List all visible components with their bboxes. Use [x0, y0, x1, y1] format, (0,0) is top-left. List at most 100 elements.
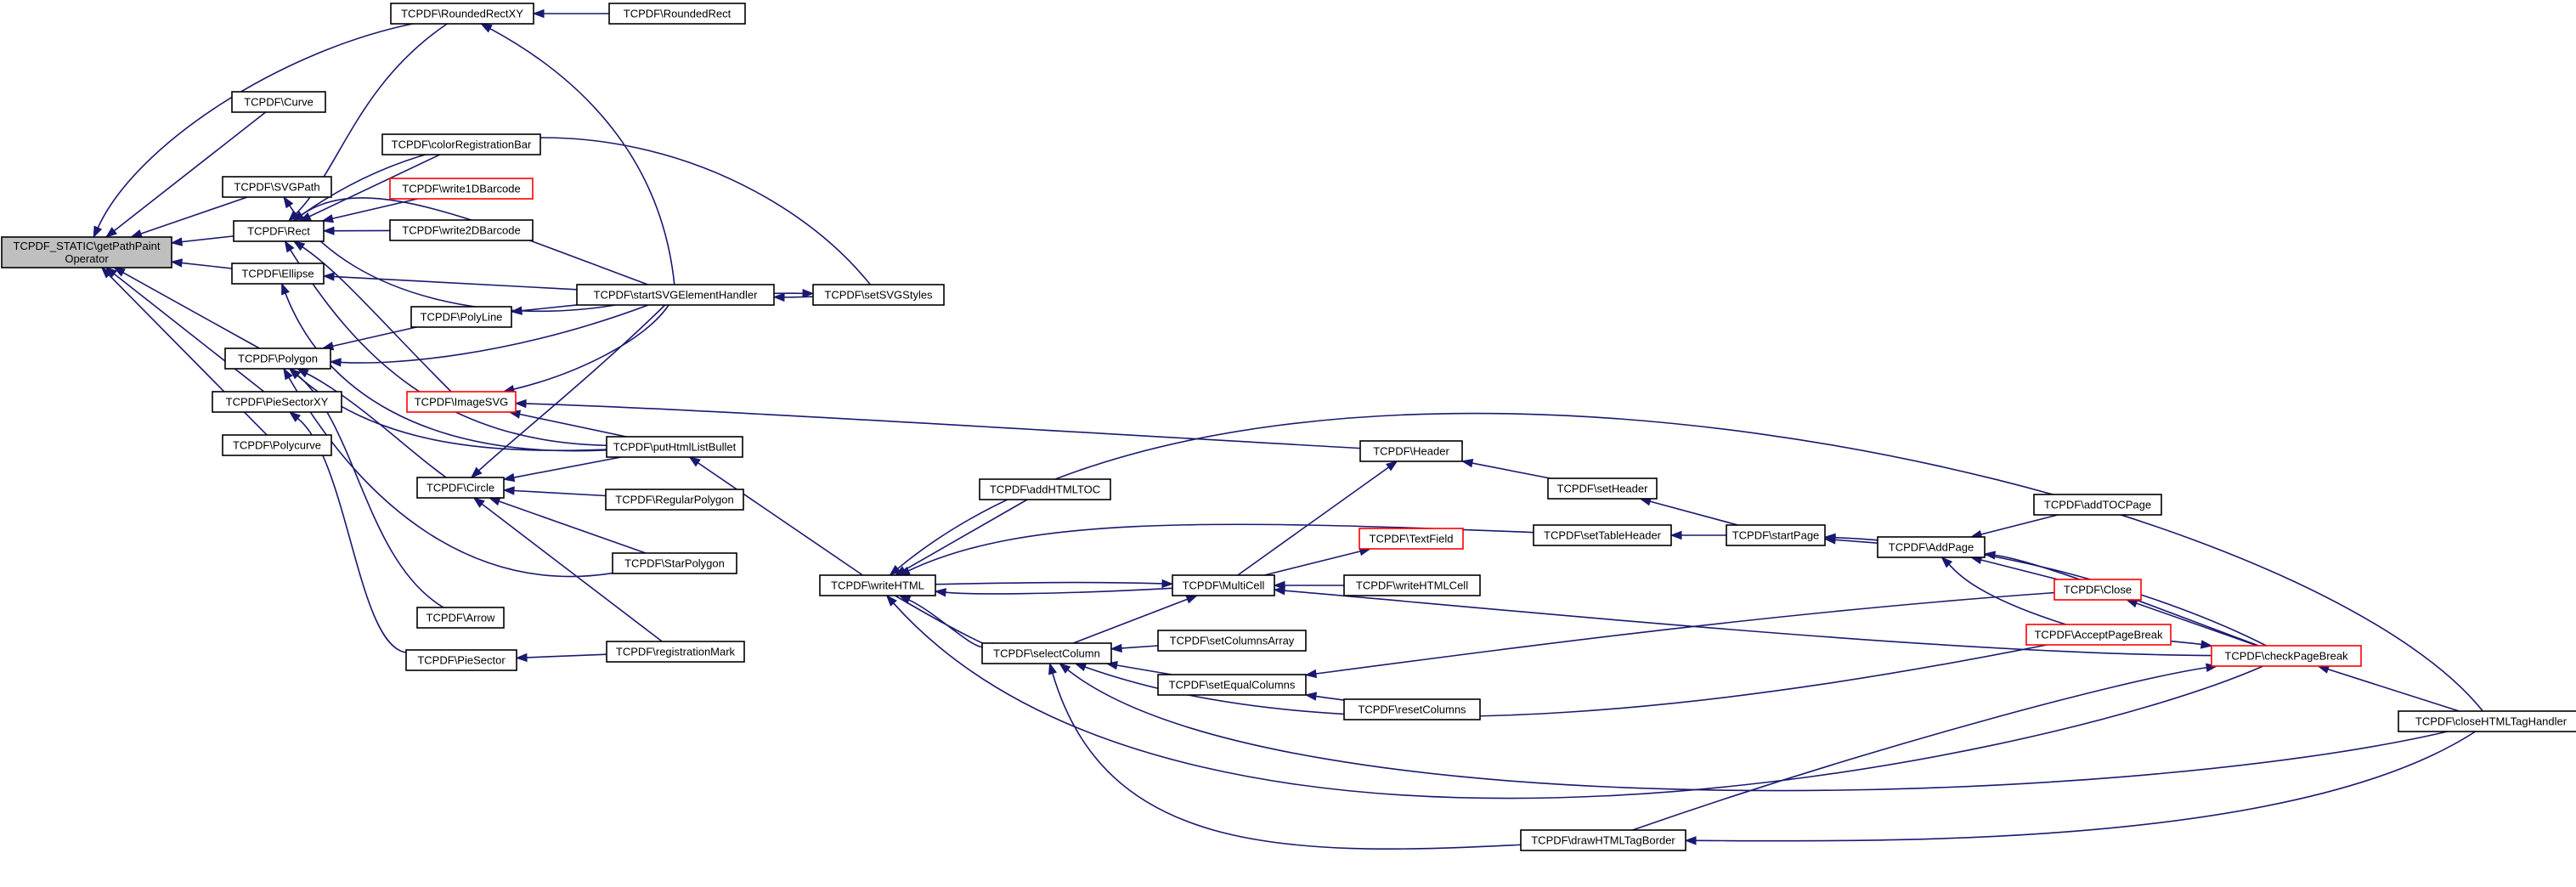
node-box — [224, 347, 331, 370]
node-close[interactable]: TCPDF\Close — [2053, 579, 2142, 601]
arrowhead-icon — [1185, 595, 1199, 604]
node-label: TCPDF\drawHTMLTagBorder — [1531, 834, 1675, 847]
node-label: TCPDF\RoundedRectXY — [401, 8, 523, 20]
node-addhtmltoc[interactable]: TCPDF\addHTMLTOC — [979, 478, 1111, 500]
node-box — [2033, 494, 2162, 516]
node-polycurve[interactable]: TCPDF\Polycurve — [222, 434, 332, 456]
node-drawhtmltagborder[interactable]: TCPDF\drawHTMLTagBorder — [1520, 829, 1686, 851]
node-polyline[interactable]: TCPDF\PolyLine — [410, 306, 512, 328]
node-startpage[interactable]: TCPDF\startPage — [1726, 524, 1826, 546]
node-label: TCPDF\selectColumn — [993, 647, 1100, 660]
edge-close-to-setequalcolumns — [1304, 591, 2055, 679]
node-write1d[interactable]: TCPDF\write1DBarcode — [389, 178, 534, 200]
node-polygon[interactable]: TCPDF\Polygon — [224, 347, 331, 370]
arrowhead-icon — [688, 456, 701, 467]
node-label: TCPDF\Polygon — [238, 353, 318, 365]
node-puthtmllist[interactable]: TCPDF\putHtmlListBullet — [606, 436, 743, 458]
node-piesectorxy[interactable]: TCPDF\PieSectorXY — [212, 391, 342, 413]
node-checkpagebreak[interactable]: TCPDF\checkPageBreak — [2211, 645, 2362, 667]
node-box — [1343, 574, 1481, 596]
node-box — [381, 133, 541, 155]
edge-checkpagebreak-to-writehtml — [885, 594, 2264, 799]
edge-startsvg-to-polyline — [510, 304, 578, 315]
node-imagesvg[interactable]: TCPDF\ImageSVG — [406, 391, 517, 413]
node-setequalcolumns[interactable]: TCPDF\setEqualColumns — [1157, 674, 1307, 696]
edge-puthtmllist-to-imagesvg — [508, 410, 627, 438]
node-addpage[interactable]: TCPDF\AddPage — [1877, 536, 1986, 558]
node-regmark[interactable]: TCPDF\registrationMark — [606, 641, 745, 663]
node-label: TCPDF\startSVGElementHandler — [594, 289, 759, 302]
node-closehtmltag[interactable]: TCPDF\closeHTMLTagHandler — [2398, 710, 2576, 732]
node-circle[interactable]: TCPDF\Circle — [416, 477, 505, 499]
node-setheader[interactable]: TCPDF\setHeader — [1547, 477, 1658, 500]
arrowhead-icon — [472, 497, 485, 508]
node-addtocpage[interactable]: TCPDF\addTOCPage — [2033, 494, 2162, 516]
arrowhead-icon — [488, 497, 501, 506]
edge-puthtmllist-to-rect — [284, 240, 607, 447]
arrowhead-icon — [934, 588, 946, 597]
node-acceptpagebreak[interactable]: TCPDF\AcceptPageBreak — [2025, 624, 2172, 646]
node-selectcolumn[interactable]: TCPDF\selectColumn — [981, 642, 1112, 664]
edge-curve-to-root — [105, 111, 267, 238]
node-roundedrectxy[interactable]: TCPDF\RoundedRectXY — [390, 3, 534, 25]
node-label: TCPDF\Polycurve — [233, 439, 321, 452]
node-setcolumnsarray[interactable]: TCPDF\setColumnsArray — [1157, 630, 1307, 652]
arrowhead-icon — [284, 240, 295, 253]
node-piesector[interactable]: TCPDF\PieSector — [405, 649, 517, 671]
edge-regmark-to-piesector — [515, 653, 607, 663]
edge-startpage-to-setheader — [1639, 497, 1738, 526]
node-label: TCPDF\colorRegistrationBar — [392, 138, 532, 151]
node-textfield[interactable]: TCPDF\TextField — [1359, 528, 1464, 550]
node-write2d[interactable]: TCPDF\write2DBarcode — [389, 219, 534, 241]
node-box — [981, 642, 1112, 664]
node-label: TCPDF\addHTMLTOC — [990, 483, 1100, 496]
nodes-layer: TCPDF_STATIC\getPathPaintOperatorTCPDF\C… — [1, 3, 2576, 851]
arrowhead-icon — [515, 653, 528, 663]
node-label: TCPDF\AddPage — [1889, 541, 1974, 554]
node-box — [389, 219, 534, 241]
node-header[interactable]: TCPDF\Header — [1359, 440, 1463, 462]
node-label: TCPDF\MultiCell — [1183, 579, 1265, 592]
node-curve[interactable]: TCPDF\Curve — [231, 91, 326, 113]
node-label: TCPDF\setEqualColumns — [1169, 679, 1296, 692]
edge-setsvgstyles-to-rect — [291, 137, 871, 285]
arrowhead-icon — [283, 195, 294, 209]
node-settableheader[interactable]: TCPDF\setTableHeader — [1533, 524, 1672, 546]
node-regularpolygon[interactable]: TCPDF\RegularPolygon — [605, 489, 744, 511]
node-resetcolumns[interactable]: TCPDF\resetColumns — [1343, 698, 1481, 720]
node-multicell[interactable]: TCPDF\MultiCell — [1172, 574, 1275, 596]
node-label: TCPDF\RoundedRect — [624, 8, 732, 20]
node-colorregbar[interactable]: TCPDF\colorRegistrationBar — [381, 133, 541, 155]
edge-acceptpagebreak-to-checkpagebreak — [2170, 640, 2213, 649]
edge-puthtmllist-to-ellipse — [281, 282, 607, 452]
node-startsvg[interactable]: TCPDF\startSVGElementHandler — [576, 284, 775, 306]
node-label: TCPDF\registrationMark — [616, 646, 736, 658]
node-label: TCPDF\putHtmlListBullet — [613, 441, 737, 454]
arrowhead-icon — [2125, 599, 2138, 608]
node-starpolygon[interactable]: TCPDF\StarPolygon — [612, 552, 737, 574]
node-label: TCPDF\Ellipse — [241, 268, 314, 280]
arrowhead-icon — [289, 368, 302, 380]
arrowhead-icon — [170, 237, 183, 246]
arrowhead-icon — [1823, 533, 1836, 542]
node-box — [212, 391, 342, 413]
arrowhead-icon — [510, 306, 523, 315]
edge-startsvg-to-ellipse — [322, 272, 578, 291]
node-setsvgstyles[interactable]: TCPDF\setSVGStyles — [812, 284, 945, 306]
node-label: TCPDF\Rect — [247, 225, 310, 238]
edge-drawhtmltagborder-to-checkpagebreak — [1632, 663, 2218, 831]
node-label: TCPDF\StarPolygon — [624, 557, 725, 570]
node-rect[interactable]: TCPDF\Rect — [233, 220, 325, 242]
node-label: TCPDF\setSVGStyles — [824, 289, 933, 302]
edge-multicell-to-writehtml — [934, 587, 1173, 597]
node-ellipse[interactable]: TCPDF\Ellipse — [231, 263, 325, 285]
node-arrow[interactable]: TCPDF\Arrow — [416, 607, 505, 629]
arrowhead-icon — [502, 486, 515, 495]
node-box — [1877, 536, 1986, 558]
node-svgpath[interactable]: TCPDF\SVGPath — [222, 176, 332, 198]
node-roundedrect[interactable]: TCPDF\RoundedRect — [608, 3, 746, 25]
node-writehtml[interactable]: TCPDF\writeHTML — [819, 574, 936, 596]
edge-write2d-to-rect — [322, 226, 391, 235]
node-writehtmlcell[interactable]: TCPDF\writeHTMLCell — [1343, 574, 1481, 596]
